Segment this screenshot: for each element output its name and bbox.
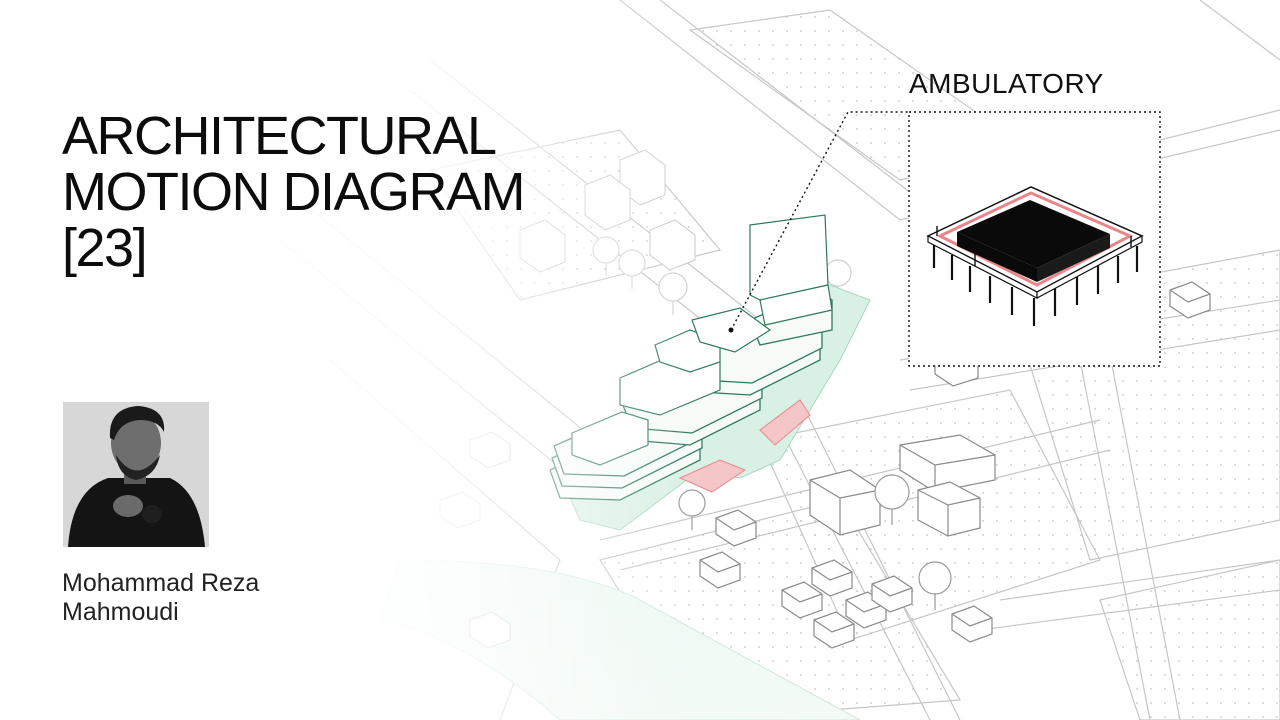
columns [932,245,1139,326]
title-line-2: MOTION DIAGRAM [62,162,526,222]
author-name: Mohammad Reza Mahmoudi [62,569,259,627]
title-line-1: ARCHITECTURAL [62,106,497,166]
author-name-line-2: Mahmoudi [62,598,179,626]
inset-label: AMBULATORY [909,68,1104,99]
black-volume-top [957,200,1110,268]
pavilion-slab-edge [1036,235,1143,299]
black-volume-right [1037,234,1110,282]
title-line-3: [23] [62,218,148,278]
author-name-line-1: Mohammad Reza [62,569,260,597]
author-portrait-art [63,402,209,547]
black-volume-left [957,232,1037,282]
callout-dot [728,327,734,333]
ambulatory-loop [936,191,1134,287]
human-figures [936,226,1132,266]
page-title: ARCHITECTURAL MOTION DIAGRAM [23] [62,106,526,278]
ambulatory-detail [926,186,1144,326]
